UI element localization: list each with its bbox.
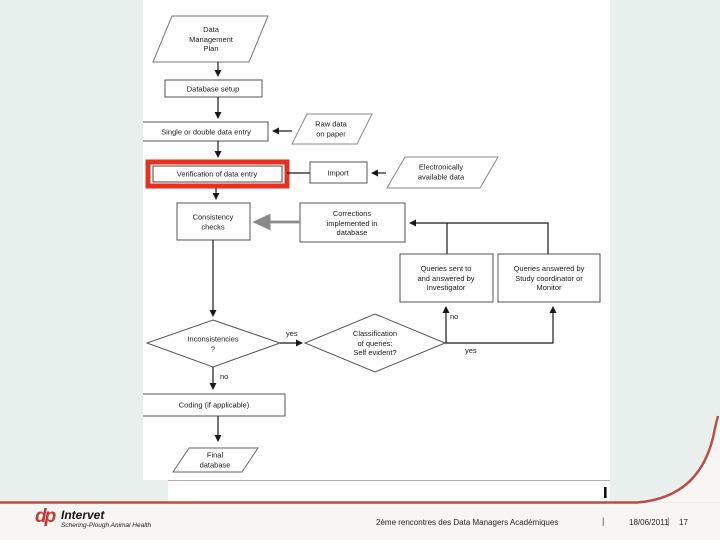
queries-monitor-box	[497, 253, 601, 303]
corrections-box	[299, 202, 406, 243]
no-label-inconsistencies: no	[220, 372, 229, 381]
footer-event-title: 2ème rencontres des Data Managers Académ…	[376, 518, 559, 527]
text-cursor-mark	[604, 487, 607, 498]
yes-label-inconsistencies: yes	[286, 329, 298, 338]
electronic-parallelogram	[386, 156, 499, 189]
queries-investigator-box	[399, 253, 494, 303]
import-box	[309, 161, 368, 184]
no-label-classification: no	[450, 312, 459, 321]
logo-subtitle: Schering-Plough Animal Health	[61, 522, 152, 529]
logo-name: Intervet	[61, 508, 105, 522]
connector-queries-corrections	[409, 219, 549, 254]
footer-red-curve	[0, 415, 720, 504]
slide-white-panel	[168, 480, 610, 503]
footer-date: 18/06/2011	[629, 518, 669, 527]
footer-separator-1: |	[602, 516, 605, 526]
corner-outside-curve	[637, 415, 720, 502]
footer-separator-2: |	[667, 516, 670, 526]
coding-box	[143, 393, 286, 417]
footer-page-number: 17	[679, 518, 688, 527]
verification-box	[152, 165, 283, 183]
intervet-logo-icon: dp	[35, 506, 56, 527]
consistency-box	[176, 202, 251, 241]
classification-diamond	[303, 313, 447, 373]
yes-label-classification: yes	[465, 346, 477, 355]
data-entry-box	[143, 121, 269, 142]
footer-strip	[0, 503, 720, 540]
database-setup-box	[164, 79, 263, 98]
connector-yes-monitor	[445, 306, 557, 344]
raw-data-parallelogram	[291, 113, 373, 145]
dmp-parallelogram	[152, 15, 269, 63]
final-db-parallelogram	[172, 447, 259, 473]
